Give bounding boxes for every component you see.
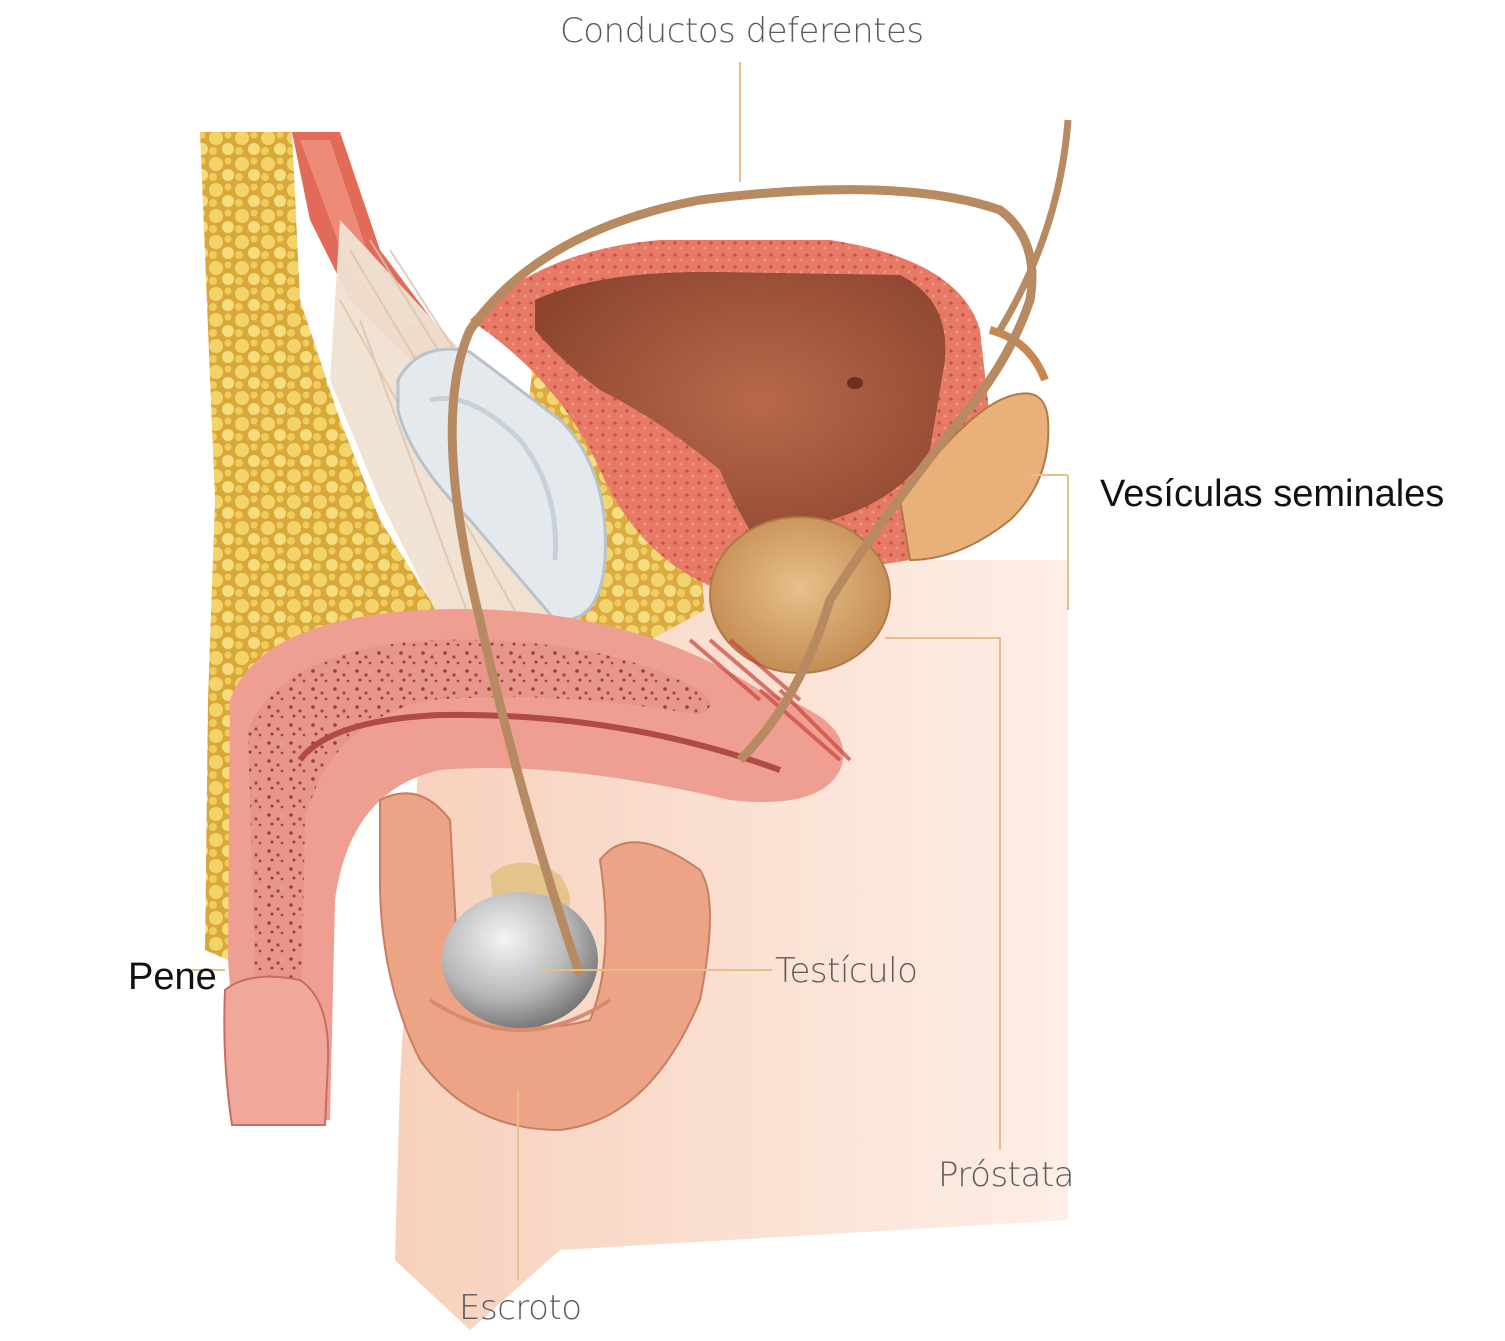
label-escroto: Escroto [459,1291,582,1325]
label-conductos-deferentes: Conductos deferentes [560,14,924,48]
label-vesiculas-seminales: Vesículas seminales [1100,475,1444,513]
prostate [710,517,890,673]
glans [224,977,328,1125]
label-pene: Pene [128,958,217,996]
label-prostata: Próstata [938,1158,1074,1192]
label-testiculo: Testículo [775,954,917,988]
